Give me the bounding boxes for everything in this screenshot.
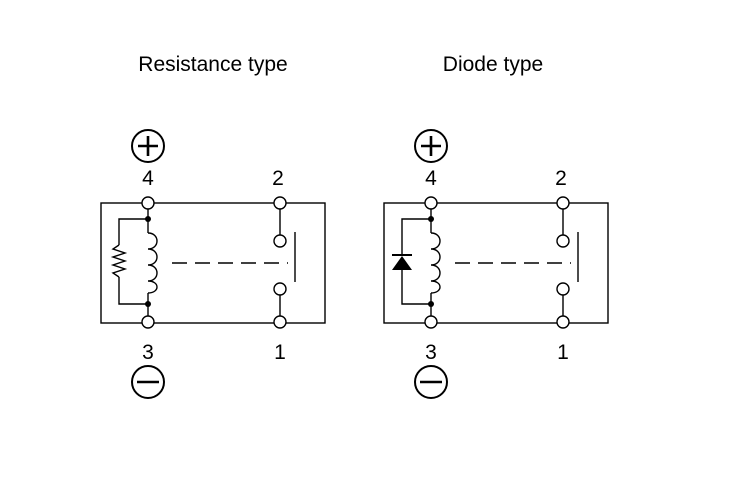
relay-housing (100, 202, 326, 324)
terminal-3 (141, 315, 155, 329)
relay-resistance-type: Resistance type 4 2 3 1 (100, 53, 326, 399)
coil (430, 232, 441, 294)
terminal-4 (424, 196, 438, 210)
plus-circle-icon (414, 129, 448, 163)
terminal-2 (273, 196, 287, 210)
minus-circle-icon (414, 365, 448, 399)
plus-circle-icon (131, 129, 165, 163)
coil (147, 232, 158, 294)
terminal-4 (141, 196, 155, 210)
terminal-1 (556, 315, 570, 329)
terminal-3 (424, 315, 438, 329)
pin-label-2: 2 (272, 167, 284, 190)
pin-label-1: 1 (557, 341, 569, 364)
pin-label-1: 1 (274, 341, 286, 364)
relay-housing (383, 202, 609, 324)
pin-label-2: 2 (555, 167, 567, 190)
relay-diode-type: Diode type 4 2 3 1 (383, 53, 609, 399)
resistor (110, 218, 148, 305)
terminal-1 (273, 315, 287, 329)
switch-contacts (273, 209, 296, 316)
pin-label-3: 3 (142, 341, 154, 364)
diode (392, 218, 431, 305)
switch-contacts (556, 209, 579, 316)
diagram-title: Diode type (443, 53, 543, 76)
pin-label-4: 4 (425, 167, 437, 190)
pin-label-3: 3 (425, 341, 437, 364)
pin-label-4: 4 (142, 167, 154, 190)
minus-circle-icon (131, 365, 165, 399)
terminal-2 (556, 196, 570, 210)
diagram-title: Resistance type (138, 53, 287, 76)
